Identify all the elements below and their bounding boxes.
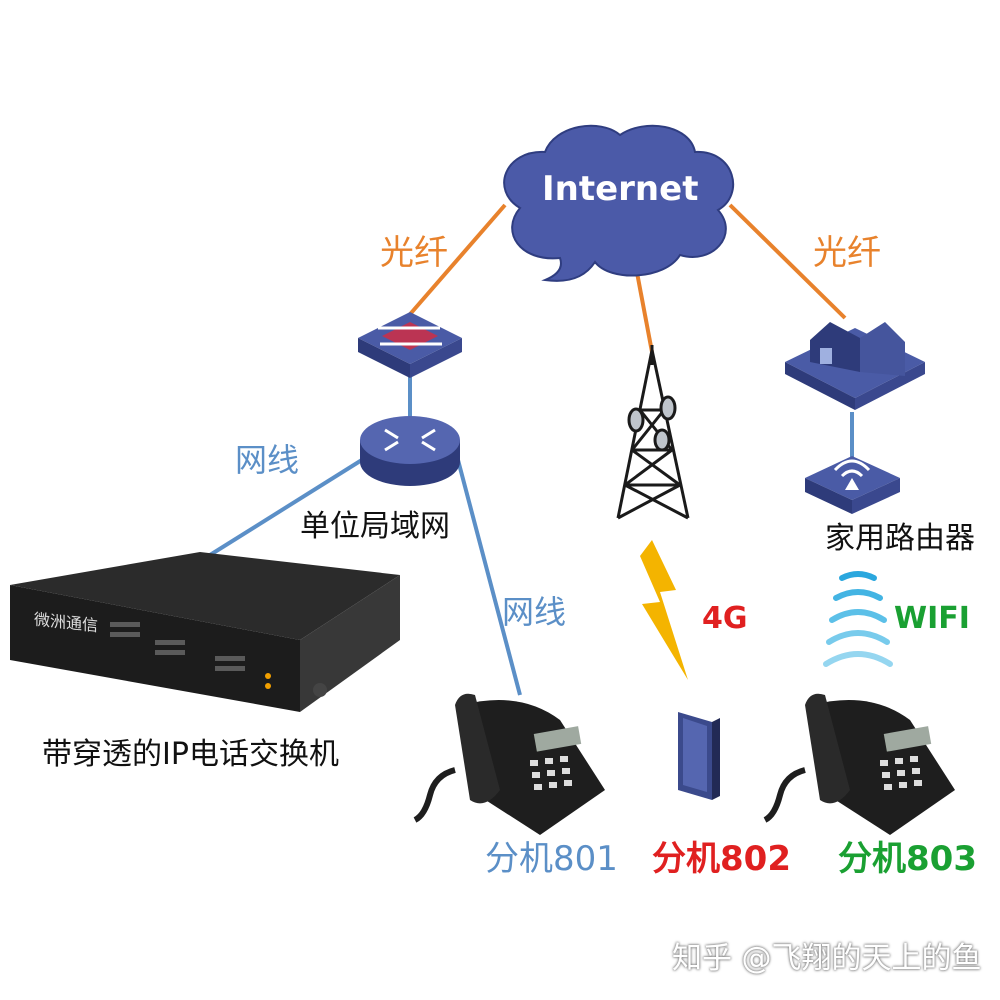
firewall-icon [358, 312, 462, 378]
fiber-line-tower [633, 261, 654, 353]
pbx-label: 带穿透的IP电话交换机 [42, 737, 339, 772]
wifi-router-icon [805, 456, 900, 514]
internet-cloud [503, 124, 735, 282]
wifi-label: WIFI [894, 601, 970, 636]
cable-label-top: 网线 [235, 441, 300, 479]
desk-phone-801 [413, 693, 605, 835]
wifi-signal-icon [823, 571, 893, 667]
cell-tower-icon [616, 345, 690, 520]
mobile-device-802 [678, 712, 720, 800]
pbx-device [10, 552, 400, 712]
cable-router-phone801 [456, 459, 522, 696]
lan-label: 单位局域网 [300, 509, 450, 544]
fiber-label-left: 光纤 [380, 233, 448, 273]
house-icon [785, 322, 925, 410]
cable-label-bottom: 网线 [502, 593, 567, 631]
pbx-led-group [110, 622, 245, 671]
watermark: 知乎 @飞翔的天上的鱼 [672, 941, 982, 976]
extension-802-label: 分机802 [652, 839, 791, 879]
internet-label: Internet [542, 169, 699, 209]
desk-phone-803 [763, 693, 955, 835]
router-icon [360, 416, 460, 486]
extension-803-label: 分机803 [838, 839, 977, 879]
fiber-line-left [403, 203, 507, 322]
lte-label: 4G [702, 601, 748, 636]
fiber-label-right: 光纤 [813, 233, 881, 273]
extension-801-label: 分机801 [485, 839, 618, 879]
home-router-label: 家用路由器 [825, 521, 975, 556]
fiber-line-right [728, 203, 847, 320]
cable-router-pbx [208, 456, 367, 557]
lightning-bolt-icon [640, 540, 688, 680]
